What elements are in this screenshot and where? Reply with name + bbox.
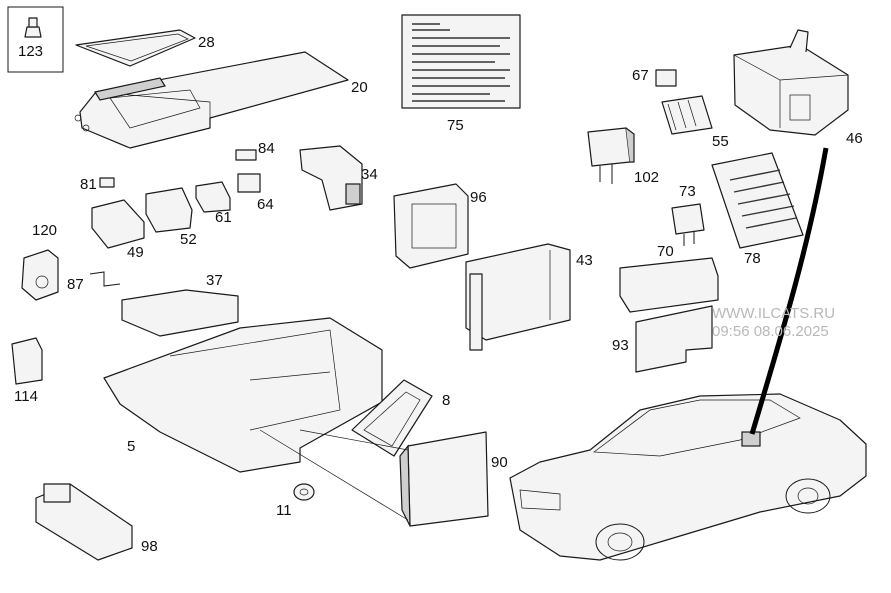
part-37-tray [121,289,239,337]
part-46-box [733,29,849,136]
part-98-tray [35,483,133,561]
small-fuses [99,149,261,193]
leader-line [299,429,409,451]
callout-52: 52 [180,231,197,248]
callout-114: 114 [14,388,38,405]
part-34-bracket [299,145,363,211]
part-28-lid [75,29,196,67]
part-87 [89,271,121,287]
callout-78: 78 [744,250,761,267]
callout-49: 49 [127,244,144,261]
car-outline [509,393,867,561]
callout-123: 123 [18,43,44,60]
part-8-gasket [351,379,433,457]
callout-61: 61 [215,209,232,226]
callout-87: 87 [67,276,84,293]
callout-93: 93 [612,337,629,354]
callout-120: 120 [32,222,58,239]
part-11-nut [293,483,315,501]
callout-37: 37 [206,272,223,289]
part-20-cover [74,51,349,149]
callout-70: 70 [657,243,674,260]
callout-20: 20 [351,79,368,96]
fuse-blocks [91,181,231,249]
part-78-sheet [711,152,804,249]
callout-90: 90 [491,454,508,471]
part-75-sheet [401,14,521,109]
watermark-site: WWW.ILCATS.RU [712,305,836,322]
callout-34: 34 [361,166,378,183]
callout-84: 84 [258,140,275,157]
callout-96: 96 [470,189,487,206]
leader-line [259,429,409,521]
part-67-55-connectors [655,69,713,135]
callout-5: 5 [127,438,136,455]
callout-55: 55 [712,133,729,150]
part-90-panel [399,431,489,527]
part-114 [11,337,43,385]
callout-73: 73 [679,183,696,200]
callout-67: 67 [632,67,649,84]
part-120 [21,249,59,301]
callout-43: 43 [576,252,593,269]
callout-28: 28 [198,34,215,51]
leader-46-to-car [749,147,829,435]
callout-11: 11 [276,502,292,519]
part-123-box [7,6,64,73]
callout-46: 46 [846,130,863,147]
part-96-module [393,183,469,269]
part-93-block [619,257,719,373]
part-5-housing [103,317,383,473]
part-102-relay [587,127,635,184]
callout-75: 75 [447,117,464,134]
callout-8: 8 [442,392,451,409]
callout-102: 102 [634,169,660,186]
callout-81: 81 [80,176,97,193]
part-73-relay [671,203,705,246]
watermark-timestamp: 09:56 08.06.2025 [712,323,829,340]
part-43-holder [465,243,571,351]
callout-64: 64 [257,196,274,213]
callout-98: 98 [141,538,158,555]
